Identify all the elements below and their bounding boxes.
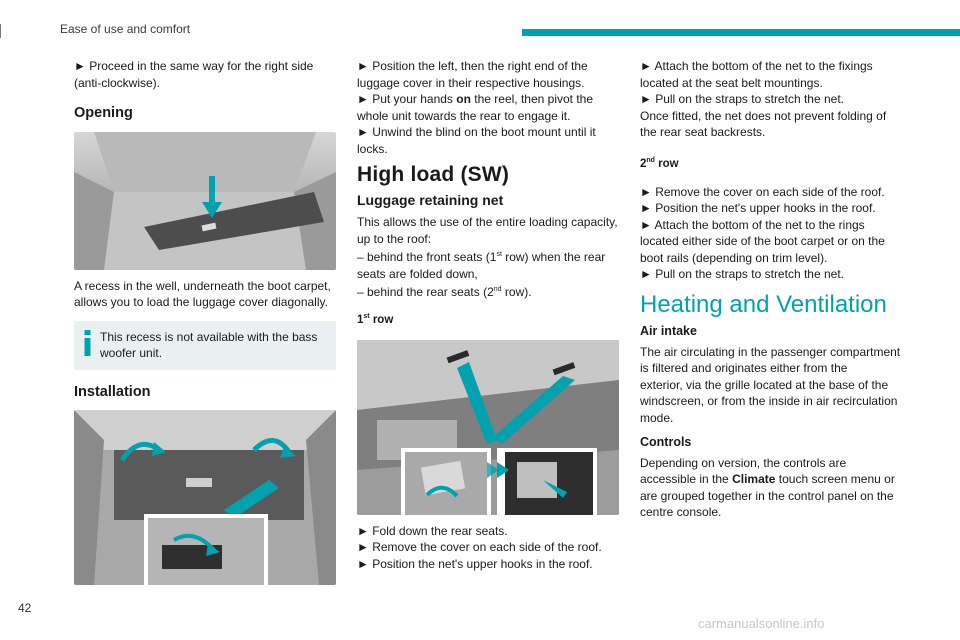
intro-line: ► Proceed in the same way for the right …	[74, 59, 314, 73]
opening-caption-line: allows you to load the luggage cover dia…	[74, 295, 328, 309]
column-3: ► Attach the bottom of the net to the fi…	[640, 58, 902, 526]
row2-step: ► Remove the cover on each side of the r…	[640, 184, 885, 199]
row1-step: ► Position the net's upper hooks in the …	[357, 556, 593, 571]
controls-text-line: are grouped together in the control pane…	[640, 488, 894, 503]
section-accent-bar	[522, 29, 960, 36]
row2-step: boot rails (depending on trim level).	[640, 250, 828, 265]
row2-step: located either side of the boot carpet o…	[640, 234, 885, 249]
step-line: ► Pull on the straps to stretch the net.	[640, 92, 844, 106]
info-note: This recess is not available with the ba…	[74, 320, 336, 370]
info-note-line: woofer unit.	[100, 346, 163, 360]
controls-heading: Controls	[640, 435, 692, 450]
info-note-line: This recess is not available with the ba…	[100, 329, 318, 344]
roof-hooks-illustration	[357, 339, 619, 515]
air-text-line: The air circulating in the passenger com…	[640, 344, 901, 359]
row2-heading: 2nd row	[640, 156, 679, 170]
luggage-cover-illustration	[74, 410, 336, 585]
column-1: ► Proceed in the same way for the right …	[74, 58, 336, 585]
row1-photo	[357, 339, 619, 515]
air-text-line: mode.	[640, 410, 674, 425]
high-load-heading: High load (SW)	[357, 163, 510, 186]
air-text-line: windscreen, or from the inside in air re…	[640, 394, 898, 409]
opening-heading: Opening	[74, 105, 133, 121]
controls-text-line: accessible in the Climate touch screen m…	[640, 472, 895, 487]
watermark: carmanualsonline.info	[698, 616, 825, 631]
step-line: locks.	[357, 141, 388, 156]
installation-heading: Installation	[74, 383, 151, 400]
row1-step: ► Fold down the rear seats.	[357, 523, 508, 538]
row2-step: ► Pull on the straps to stretch the net.	[640, 267, 844, 282]
step-line: ► Attach the bottom of the net to the fi…	[640, 59, 873, 73]
row1-step: ► Remove the cover on each side of the r…	[357, 540, 602, 555]
net-text-line: up to the roof:	[357, 231, 432, 246]
row1-heading: 1st row	[357, 312, 394, 326]
net-text-line: This allows the use of the entire loadin…	[357, 215, 618, 229]
installation-photo	[74, 410, 336, 585]
intro-line: (anti-clockwise).	[74, 75, 161, 90]
step-line: whole unit towards the rear to engage it…	[357, 108, 571, 123]
opening-caption-line: A recess in the well, underneath the boo…	[74, 278, 331, 293]
opening-photo	[74, 131, 336, 270]
page-number: 42	[18, 601, 32, 615]
controls-text-line: Depending on version, the controls are	[640, 455, 847, 470]
step-line: located at the seat belt mountings.	[640, 75, 823, 90]
step-line: ► Unwind the blind on the boot mount unt…	[357, 125, 596, 139]
boot-recess-illustration	[74, 131, 336, 270]
air-text-line: exterior, via the grille located at the …	[640, 377, 889, 392]
row2-step: ► Position the net's upper hooks in the …	[640, 201, 876, 216]
controls-text-line: centre console.	[640, 505, 722, 520]
info-icon	[84, 329, 91, 356]
net-text-line: – behind the front seats (1st row) when …	[357, 250, 606, 264]
air-intake-heading: Air intake	[640, 324, 697, 339]
net-heading: Luggage retaining net	[357, 191, 504, 208]
row2-step: ► Attach the bottom of the net to the ri…	[640, 217, 865, 232]
air-text-line: is filtered and originates either from t…	[640, 361, 848, 376]
net-text-line: seats are folded down,	[357, 266, 478, 281]
step-line: ► Position the left, then the right end …	[357, 59, 588, 73]
section-header: Ease of use and comfort	[60, 22, 191, 36]
header-rule	[0, 24, 1, 38]
step-line: the rear seat backrests.	[640, 125, 766, 139]
heating-heading: Heating and Ventilation	[640, 290, 887, 318]
column-2: ► Position the left, then the right end …	[357, 58, 619, 577]
step-line: ► Put your hands on the reel, then pivot…	[357, 92, 594, 106]
net-text-line: – behind the rear seats (2nd row).	[357, 285, 532, 299]
step-line: Once fitted, the net does not prevent fo…	[640, 108, 887, 123]
step-line: luggage cover in their respective housin…	[357, 75, 585, 90]
